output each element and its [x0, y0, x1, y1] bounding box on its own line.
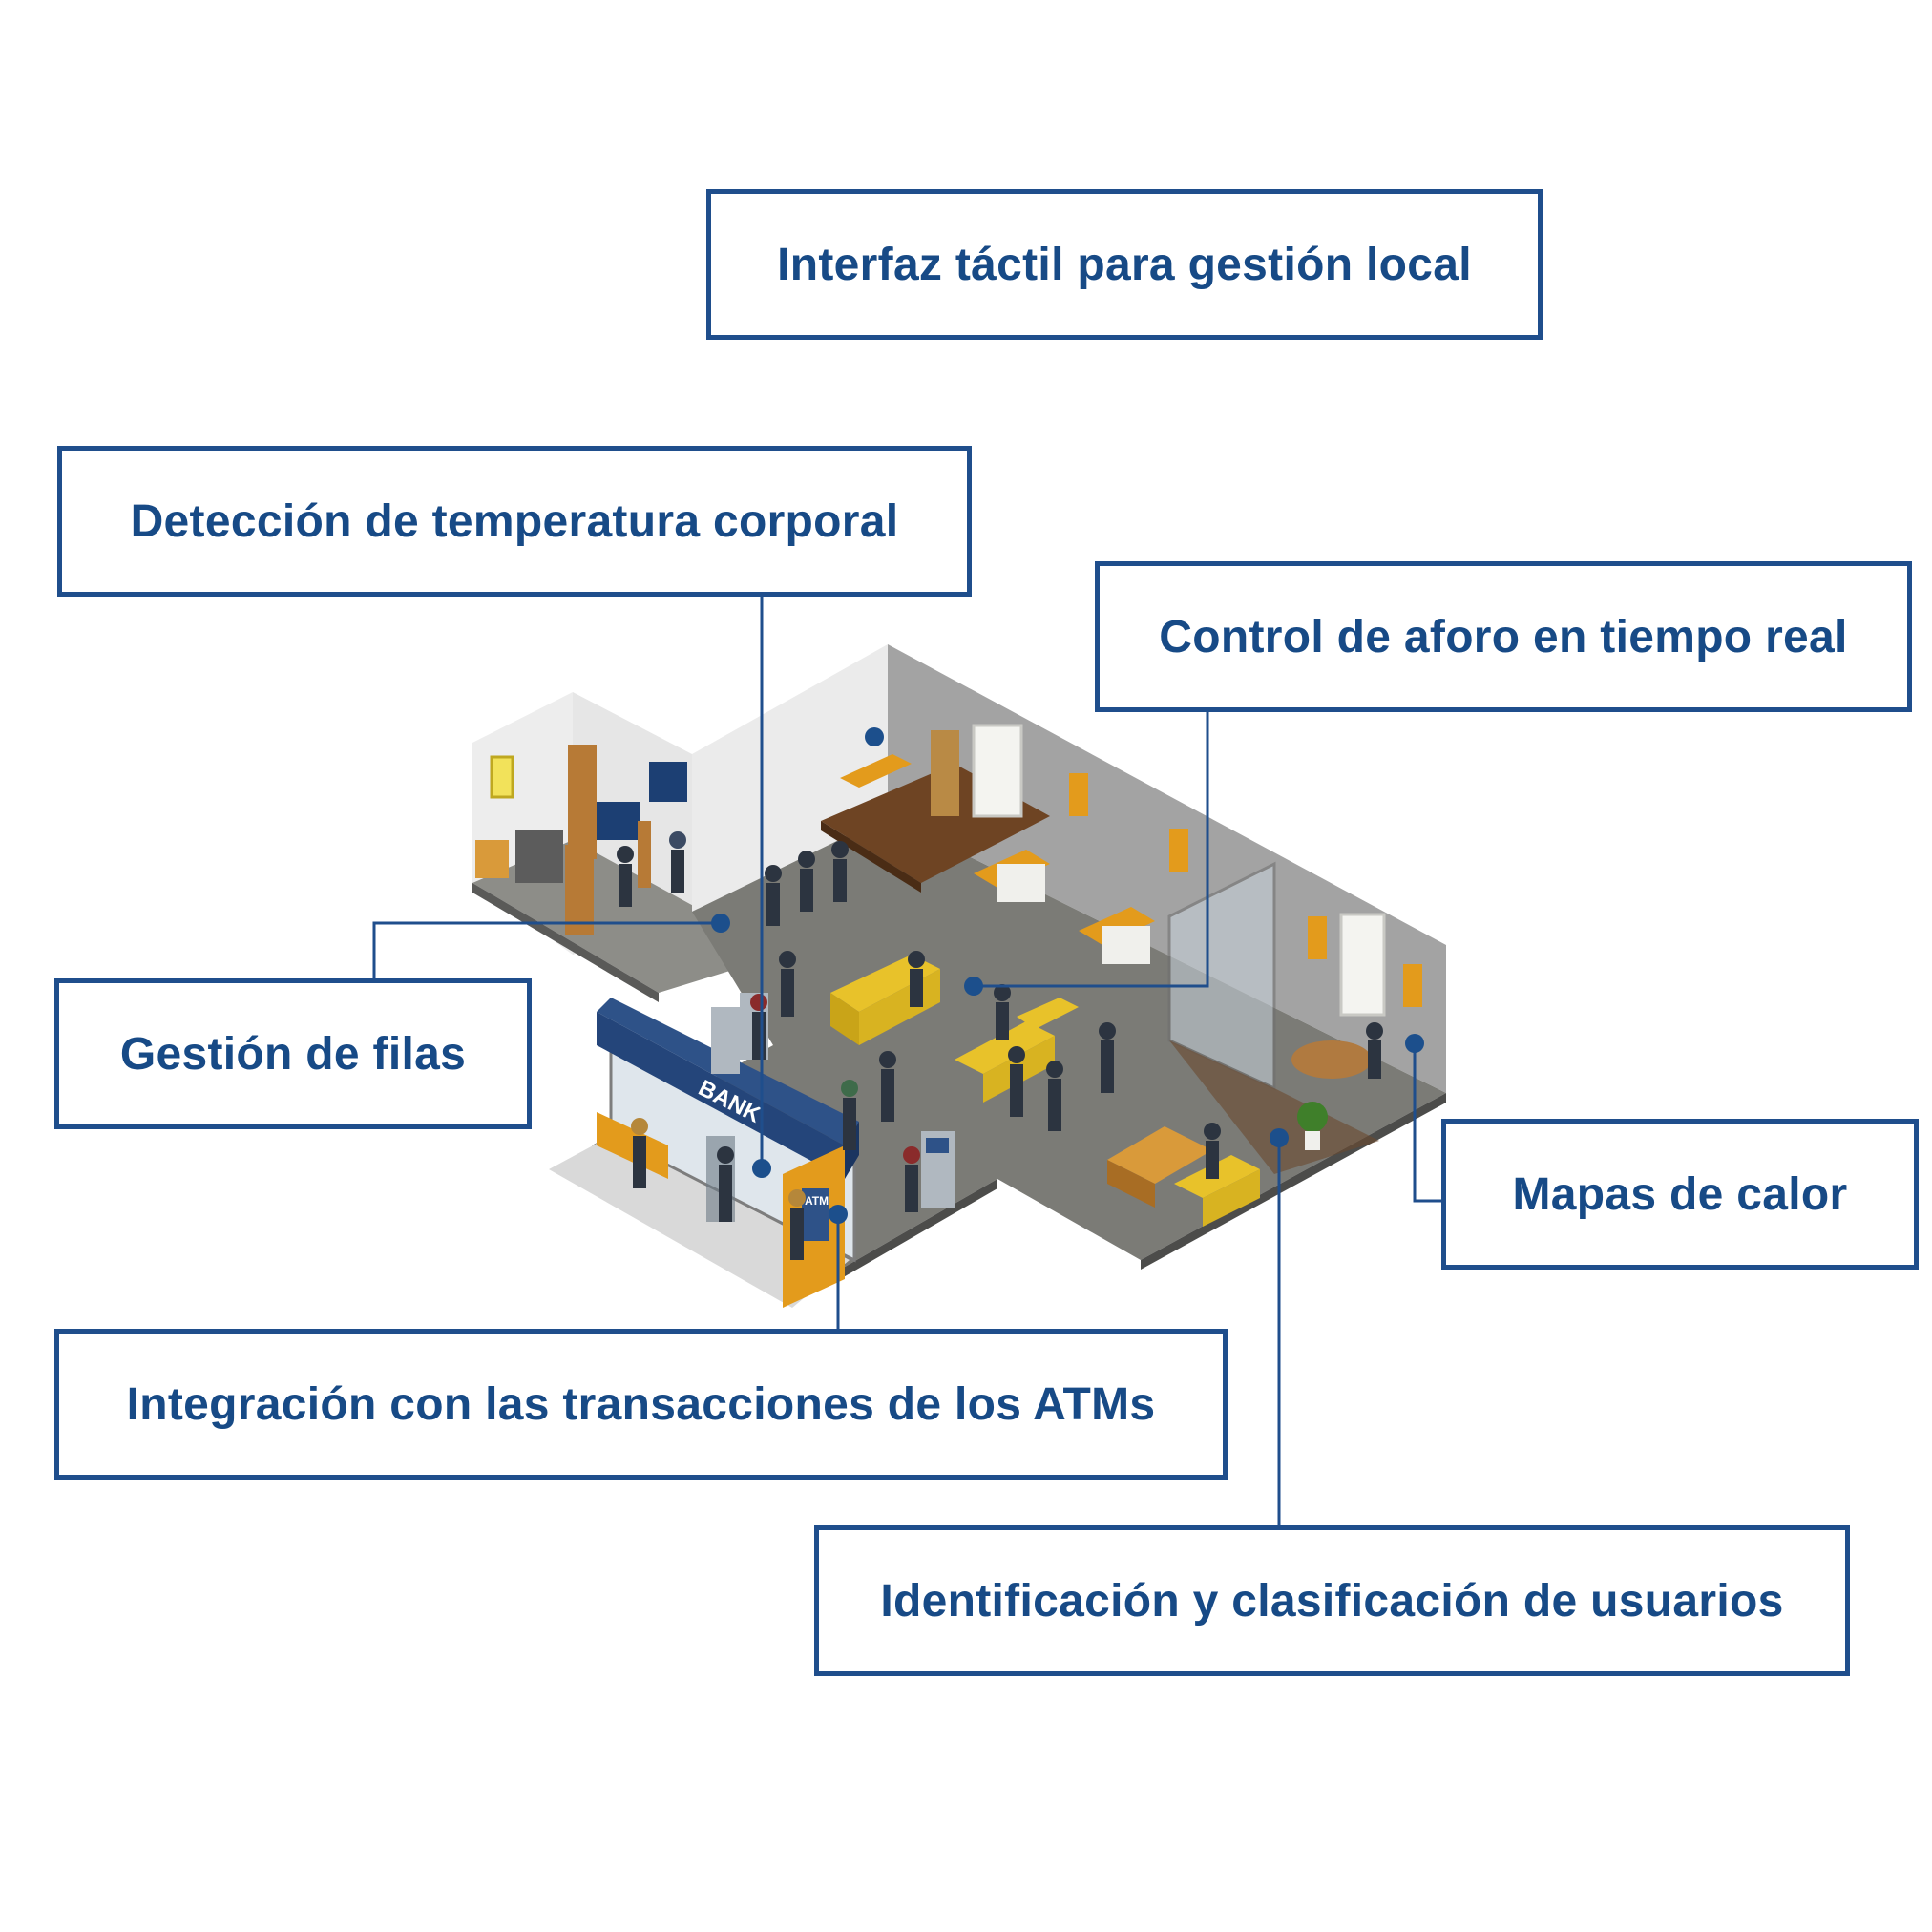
dot-atm — [829, 1205, 848, 1224]
dot-identificacion — [1270, 1128, 1289, 1147]
atm-sign-text: ATM — [805, 1194, 829, 1208]
dot-aforo — [964, 976, 983, 996]
dot-temperatura — [752, 1159, 771, 1178]
connectors — [372, 597, 1441, 1525]
annex-room — [472, 692, 783, 1002]
label-mapas-calor: Mapas de calor — [1441, 1119, 1919, 1270]
connector-dots — [711, 727, 1424, 1224]
label-deteccion-temperatura: Detección de temperatura corporal — [57, 446, 972, 597]
label-control-aforo: Control de aforo en tiempo real — [1095, 561, 1912, 712]
people — [617, 831, 1383, 1260]
label-identificacion-usuarios: Identificación y clasificación de usuari… — [814, 1525, 1850, 1676]
label-interfaz-tactil: Interfaz táctil para gestión local — [706, 189, 1543, 340]
dot-filas — [711, 914, 730, 933]
label-integracion-atms: Integración con las transacciones de los… — [54, 1329, 1228, 1480]
label-gestion-filas: Gestión de filas — [54, 978, 532, 1129]
dot-interfaz — [865, 727, 884, 746]
dot-calor — [1405, 1034, 1424, 1053]
